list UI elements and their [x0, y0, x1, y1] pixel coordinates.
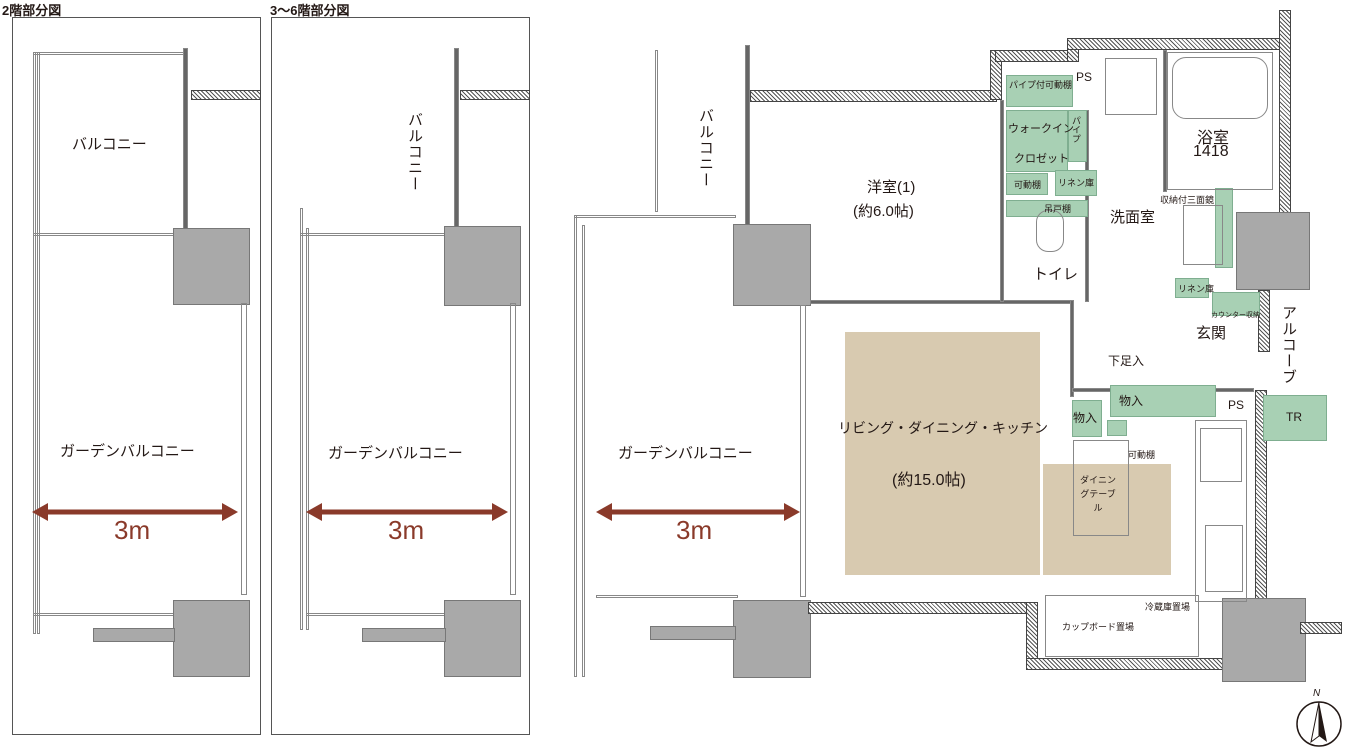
floor3-6-panel — [271, 17, 530, 735]
washroom-label: 洗面室 — [1110, 209, 1156, 226]
pipe-shelf-label: パイプ付可動棚 — [1009, 80, 1073, 90]
ps-label-2: PS — [1228, 398, 1245, 412]
toilet-bowl — [1036, 210, 1064, 252]
tr-box — [1263, 395, 1327, 441]
linen-label: リネン庫 — [1058, 178, 1095, 188]
column — [733, 600, 811, 678]
walk-in-label-2: クロゼット — [1014, 153, 1069, 165]
sink — [1205, 525, 1243, 592]
western-room-label: 洋室(1) — [867, 179, 916, 196]
cupboard-label: カップボード置場 — [1062, 622, 1135, 632]
dining-table-outline — [1073, 440, 1129, 536]
ldk-label: リビング・ダイニング・キッチン — [838, 420, 1048, 436]
floor2-dim-arrow — [32, 503, 238, 521]
bath-label: 浴室 — [1197, 130, 1230, 147]
floor3-6-garden-label: ガーデンバルコニー — [328, 445, 463, 462]
dining-area — [1043, 464, 1171, 575]
plan-garden-label: ガーデンバルコニー — [618, 445, 753, 462]
caption-floor3-6: 3～6階部分図 — [270, 3, 350, 18]
column — [733, 224, 811, 306]
kitchen-counter — [1195, 420, 1247, 602]
walk-in-label-1: ウォークイン — [1008, 123, 1074, 135]
floor2-dim-label: 3m — [114, 515, 151, 545]
ldk-size: (約15.0帖) — [892, 472, 966, 489]
bathroom — [1167, 52, 1273, 190]
plan-outline — [574, 215, 577, 677]
walk-in-closet — [1006, 110, 1068, 172]
north-compass-icon — [1296, 701, 1342, 747]
movable-shelf-label-2: 可動棚 — [1128, 450, 1156, 460]
shoe-storage-label: 下足入 — [1108, 354, 1145, 368]
counter-storage — [1212, 292, 1260, 316]
exterior-wall — [750, 90, 997, 102]
ldk-area — [845, 332, 1040, 575]
alcove-label: アルコーブ — [1280, 305, 1297, 385]
bath-size: 1418 — [1193, 143, 1229, 160]
washbasin — [1183, 205, 1223, 265]
floor2-balcony-label: バルコニー — [72, 136, 147, 153]
floor3-6-dim-label: 3m — [388, 515, 425, 545]
plan-dim-label: 3m — [676, 515, 713, 545]
entrance-label: 玄関 — [1196, 325, 1227, 342]
floor2-garden-label: ガーデンバルコニー — [60, 443, 195, 460]
floor2-panel — [12, 17, 261, 735]
tr-label: TR — [1286, 410, 1302, 424]
floor3-6-dim-arrow — [306, 503, 508, 521]
shoe-storage — [1110, 385, 1216, 417]
toilet-label: トイレ — [1033, 266, 1079, 283]
plan-balcony-label: バルコニー — [697, 108, 714, 188]
stove — [1200, 428, 1242, 482]
storage-1 — [1072, 400, 1102, 437]
storage-label-2: 物入 — [1119, 394, 1144, 408]
floor3-6-balcony-label: バルコニー — [406, 112, 423, 192]
fridge-label: 冷蔵庫置場 — [1145, 602, 1191, 612]
pipe-label: パイプ — [1071, 116, 1081, 143]
north-label: N — [1313, 688, 1321, 699]
hanging-shelf-label: 吊戸棚 — [1044, 204, 1072, 214]
mirror-label: 収納付三面鏡 — [1160, 195, 1215, 205]
storage-label-1: 物入 — [1073, 411, 1098, 425]
dining-table-label: ダイニングテーブル — [1079, 475, 1116, 513]
bathtub — [1172, 57, 1268, 119]
plan-dim-arrow — [596, 503, 800, 521]
movable-shelf-label: 可動棚 — [1014, 180, 1042, 190]
western-room-size: (約6.0帖) — [853, 203, 914, 220]
ps-label-1: PS — [1076, 70, 1093, 84]
caption-floor2: 2階部分図 — [2, 3, 62, 18]
pipe-shelf — [1006, 75, 1073, 107]
linen-label-2: リネン庫 — [1178, 284, 1215, 294]
counter-storage-label: カウンター収納 — [1211, 312, 1260, 319]
